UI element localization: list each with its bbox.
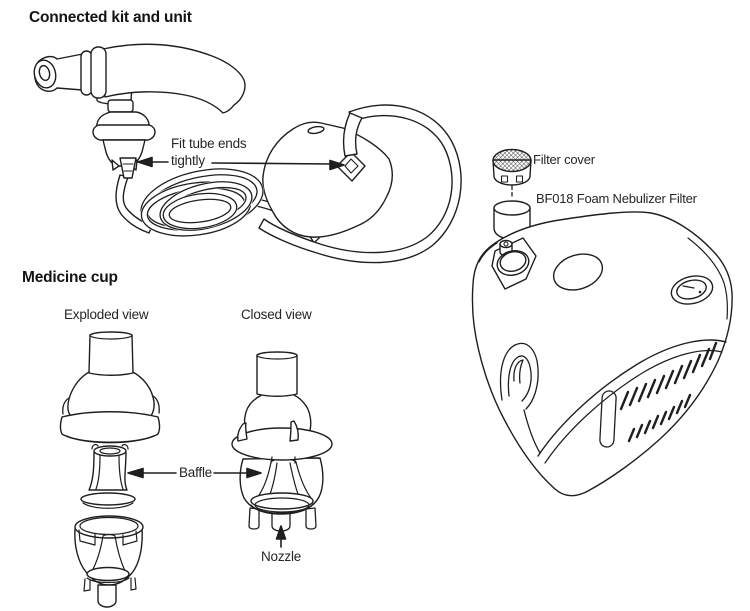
- power-switch: [670, 275, 714, 305]
- nozzle-label: Nozzle: [261, 549, 302, 564]
- foam-filter-label: BF018 Foam Nebulizer Filter: [536, 191, 697, 206]
- exploded-cup-drawing: [59, 331, 161, 608]
- compressor-unit-drawing: [471, 211, 733, 497]
- mouthpiece-opening: [33, 59, 57, 89]
- cup-top-skirt: [59, 411, 161, 443]
- air-tube-loop: [258, 104, 462, 264]
- handle-recess: [499, 342, 541, 454]
- nebulizer-skirt: [92, 124, 156, 141]
- fit-tube-annotation-line2: tightly: [171, 153, 205, 168]
- filter-cover-mesh: [492, 148, 532, 173]
- fit-tube-annotation: Fit tube ends tightly: [171, 135, 247, 169]
- air-tube-coil-drawing: [140, 167, 264, 237]
- fit-tube-annotation-line1: Fit tube ends: [171, 136, 247, 151]
- top-vent-oval: [307, 125, 325, 135]
- baffle-arrow-right: [213, 467, 262, 479]
- heading-connected-kit: Connected kit and unit: [29, 9, 192, 26]
- nebulizer-neck: [107, 99, 134, 113]
- corrugated-tube: [102, 43, 246, 114]
- fit-tube-arrow: [137, 156, 345, 171]
- closed-cup-band: [231, 427, 333, 461]
- compressor-top-view-drawing: [255, 104, 462, 264]
- cup-top-port: [88, 331, 134, 376]
- filter-cover-drawing: [492, 148, 532, 186]
- filter-well: [491, 237, 537, 290]
- unit-body: [471, 211, 733, 497]
- filter-cover-label: Filter cover: [533, 152, 595, 167]
- nozzle-arrow: [275, 525, 287, 548]
- cup-top-dome: [67, 371, 155, 417]
- medicine-cup-part: [74, 515, 144, 608]
- closed-cup-drawing: [231, 351, 333, 532]
- air-vents: [599, 341, 718, 448]
- baffle-arrow-left: [127, 467, 177, 479]
- compressor-top-body: [262, 121, 393, 238]
- air-tube-connector-end: [342, 112, 363, 157]
- closed-view-label: Closed view: [241, 307, 312, 322]
- mouthpiece-kit-drawing: [33, 43, 246, 179]
- air-outlet-connector: [336, 151, 366, 182]
- top-recess-oval: [552, 253, 604, 291]
- tube-end-connector: [119, 157, 137, 179]
- baffle-part: [80, 443, 136, 509]
- heading-medicine-cup: Medicine cup: [22, 269, 118, 286]
- closed-cup-port: [256, 351, 298, 397]
- exploded-view-label: Exploded view: [64, 307, 149, 322]
- filter-socket: [496, 249, 530, 277]
- baffle-label: Baffle: [179, 465, 213, 480]
